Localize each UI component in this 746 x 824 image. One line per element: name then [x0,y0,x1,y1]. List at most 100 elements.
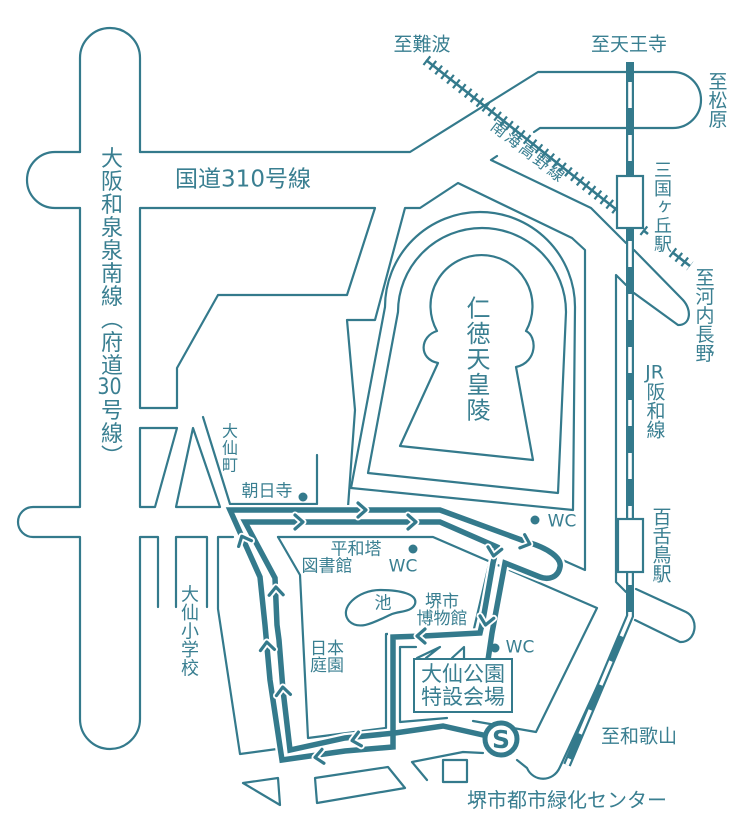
start-marker-ring [482,720,520,758]
chevron-stroke [356,501,368,519]
label-mozu-station: 百舌鳥駅 [649,507,672,583]
label-to-namba: 至難波 [393,33,451,56]
chevron-stroke [350,730,363,748]
label-jr-hanwa-line: JR阪和線 [643,363,666,439]
label-combined-run: JR [645,363,664,382]
road-kofun-northeast-edge [489,154,628,245]
road-route310-north-edge [138,70,703,154]
label-daisen-elementary: 大仙小学校 [178,584,199,678]
chevron-stroke [274,685,293,698]
label-nintoku-tomb: 仁徳天皇陵 [462,295,490,423]
course-chevron-icon [484,543,506,560]
block-trapezoid [138,426,179,509]
chevron-stroke [293,513,305,531]
nankai-koya-line-track [422,55,694,271]
block-triangle [174,426,222,509]
asahi-ji-dot-icon [298,492,308,502]
course-chevron-icon [348,728,365,750]
label-to-wakayama: 至和歌山 [600,725,678,748]
chevron-stroke [258,640,277,653]
jr-track-dashes [565,62,632,766]
jr-track-base [563,62,634,767]
course-chevron-icon [291,511,307,533]
road-route310-west-cap [25,150,82,210]
course-chevron-icon [476,612,498,629]
race-course [222,499,566,767]
start-marker-icon: S [482,720,520,758]
label-osaka-izumi-sennan: 大阪和泉泉南線（府道30号線） [97,146,122,468]
greening-center-building [441,758,469,784]
nintoku-kofun [345,181,587,572]
label-museum: 堺市 博物館 [417,594,468,628]
course-chevron-icon [272,683,294,700]
kofun-moat-inner [366,226,568,495]
label-garden-line2: 庭園 [310,656,344,676]
course-chevron-icon [404,511,420,533]
label-peace-tower: 平和塔 [330,539,382,560]
kofun-outer-boundary [345,181,587,572]
course-chevron-icon [256,638,278,655]
label-route-310: 国道310号線 [175,166,311,193]
course-chevron-icon [354,499,370,521]
label-toilet-venue: WC [505,637,535,658]
chevron-stroke [267,585,285,597]
kofun-keyhole-mound [398,253,535,462]
venue-label-line2: 特設会場 [421,684,505,709]
road-park-west-edge [216,535,279,756]
road-network [16,26,703,807]
road-osaka-izumi-sennan-north-cap [78,26,142,154]
chevron-stroke [237,534,254,549]
label-asahi-ji: 朝日寺 [241,481,293,502]
start-marker-label: S [492,725,510,754]
road-south-edge [410,626,626,782]
jr-hanwa-line-track [563,62,634,767]
chevron-stroke [406,513,418,531]
block-northwest [138,206,377,410]
block-south-triangle [241,776,282,807]
label-library: 図書館 [301,556,353,577]
course-chevron-icon [235,532,255,550]
label-mikunigaoka-station: 三国ヶ丘駅 [651,160,672,254]
toilet-dot-icon-northeast [530,515,540,525]
venue-pointer-icon [415,645,466,660]
label-toilet-northeast: WC [547,511,577,532]
label-japanese-garden: 日本 庭園 [310,641,344,675]
venue-label-line1: 大仙公園 [421,661,505,686]
road-mozu-east [633,587,696,644]
label-greening-center: 堺市都市緑化センター [467,788,667,812]
chevron-stroke [313,747,326,765]
chevron-stroke [518,533,532,550]
toilet-dot-icon-venue [490,643,500,653]
label-to-kawachinagano: 至河内長野 [692,267,715,363]
label-to-tennoji: 至天王寺 [590,33,668,56]
label-toilet-peace-tower: WC [388,556,418,577]
label-pond: 池 [374,593,392,614]
pond-outline [344,588,417,627]
course-chevron-icon [413,625,429,647]
chevron-stroke [415,627,427,645]
road-osaka-izumi-sennan-south [16,206,160,751]
street-edges-school [174,535,209,609]
mozu-station-box [616,517,645,574]
course-chevron-icon [516,531,534,552]
course-chevron-icon [311,745,328,767]
course-line [225,507,563,764]
road-kawachinagano [632,248,690,327]
block-daisen-cho [201,415,319,506]
chevron-stroke [486,545,504,558]
venue-block [398,645,449,724]
label-daisen-cho: 大仙町 [219,422,238,474]
venue-label-box: 大仙公園 特設会場 [413,658,513,713]
label-museum-line2: 博物館 [416,609,468,629]
rail-west-edge [614,273,628,594]
kofun-moat-outer [349,210,577,512]
label-garden-line1: 日本 [310,639,344,659]
chevron-stroke [478,614,496,627]
label-museum-line1: 堺市 [425,592,459,612]
label-combined-run: 30 [97,376,122,399]
label-to-matsubara: 至松原 [705,71,728,129]
mikunigaoka-station-box [615,174,645,230]
block-south-quad [313,765,407,805]
